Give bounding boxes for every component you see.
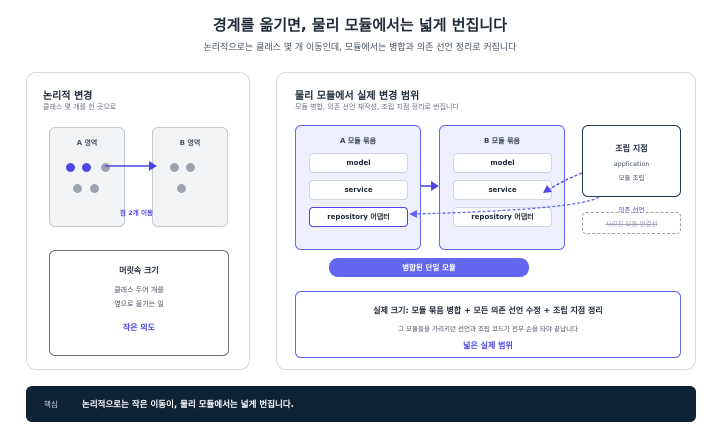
- assembly-to-b-dashed-arrow: [549, 172, 583, 190]
- assembly-point: 조립 지점 application 모듈 조립: [582, 125, 681, 197]
- dot: [177, 184, 186, 193]
- module-b-service: service: [453, 180, 552, 200]
- zone-a-label: A 영역: [76, 139, 98, 147]
- arrow-caption: 점 2개 이동: [120, 209, 153, 217]
- right-panel-subtitle: 모듈 병합, 의존 선언 재작성, 조립 지점 정리로 번집니다: [295, 103, 459, 111]
- moved-dot: [82, 163, 91, 172]
- small-intent-label: 작은 의도: [122, 323, 156, 332]
- right-panel-title: 물리 모듈에서 실제 변경 범위: [295, 91, 420, 102]
- takeaway-text: 논리적으로는 작은 이동이, 물리 모듈에서는 넓게 번집니다.: [82, 400, 294, 410]
- mental-size-line2: 옆으로 옮기는 일: [114, 300, 164, 308]
- assembly-to-a-dashed-arrow: [414, 196, 600, 215]
- key-takeaway-bar: 핵심 논리적으로는 작은 이동이, 물리 모듈에서는 넓게 번집니다.: [26, 386, 696, 422]
- dependency-label: 의존 선언: [618, 206, 645, 214]
- module-a-group: A 모듈 묶음 model service repository 어댑터: [295, 125, 421, 250]
- module-a-service: service: [309, 180, 408, 200]
- dot: [101, 163, 110, 172]
- zone-b: B 영역: [152, 127, 228, 227]
- assembly-line2: 모듈 조립: [618, 174, 645, 182]
- move-arrow-icon: [105, 161, 157, 171]
- actual-size-box: 실제 크기: 모듈 묶음 병합 + 모든 의존 선언 수정 + 조립 지점 정리…: [295, 291, 681, 358]
- assembly-line1: application: [613, 160, 650, 168]
- page-title: 경계를 옮기면, 물리 모듈에서는 넓게 번집니다: [212, 16, 507, 34]
- module-a-repository-adapter: repository 어댑터: [309, 207, 408, 227]
- module-a-title: A 모듈 묶음: [339, 137, 377, 145]
- module-b-group: B 모듈 묶음 model service repository 어댑터: [439, 125, 565, 250]
- module-a-to-b-arrowhead: [431, 181, 439, 191]
- module-b-title: B 모듈 묶음: [484, 137, 520, 145]
- removed-module-link: 사라진 모듈 연결선: [582, 212, 681, 234]
- mental-size-title: 머릿속 크기: [119, 266, 159, 275]
- assembly-to-a-arrowhead: [409, 210, 417, 218]
- left-panel-subtitle: 클래스 몇 개를 한 곳으로: [43, 103, 117, 111]
- left-panel-title: 논리적 변경: [43, 91, 93, 102]
- merged-module-label: 병합된 단일 모듈: [329, 258, 529, 277]
- physical-change-panel: 물리 모듈에서 실제 변경 범위 모듈 병합, 의존 선언 재작성, 조립 지점…: [276, 72, 696, 370]
- actual-size-title: 실제 크기: 모듈 묶음 병합 + 모든 의존 선언 수정 + 조립 지점 정리: [373, 306, 603, 315]
- dot: [170, 163, 179, 172]
- takeaway-tag: 핵심: [44, 400, 58, 409]
- dot: [73, 184, 82, 193]
- zone-a: A 영역: [49, 127, 125, 227]
- actual-size-desc: 그 모듈들을 가리키던 선언과 조립 코드가 전부 손을 타야 끝납니다: [397, 325, 579, 333]
- moved-dot: [66, 163, 75, 172]
- assembly-title: 조립 지점: [615, 144, 648, 153]
- logical-change-panel: 논리적 변경 클래스 몇 개를 한 곳으로 A 영역 B 영역 점 2개 이동 …: [26, 72, 250, 370]
- module-a-model: model: [309, 153, 408, 173]
- dot: [90, 184, 99, 193]
- page-subtitle: 논리적으로는 클래스 몇 개 이동인데, 모듈에서는 병합과 의존 선언 정리로…: [203, 43, 517, 53]
- zone-b-label: B 영역: [179, 139, 201, 147]
- dot: [186, 163, 195, 172]
- mental-size-line1: 클래스 두어 개를: [114, 286, 164, 294]
- mental-size-box: 머릿속 크기 클래스 두어 개를 옆으로 옮기는 일 작은 의도: [49, 250, 229, 356]
- dependency-arrows: [409, 172, 600, 218]
- module-b-model: model: [453, 153, 552, 173]
- wide-scope-label: 넓은 실제 범위: [463, 341, 513, 350]
- assembly-to-b-arrowhead: [543, 185, 552, 193]
